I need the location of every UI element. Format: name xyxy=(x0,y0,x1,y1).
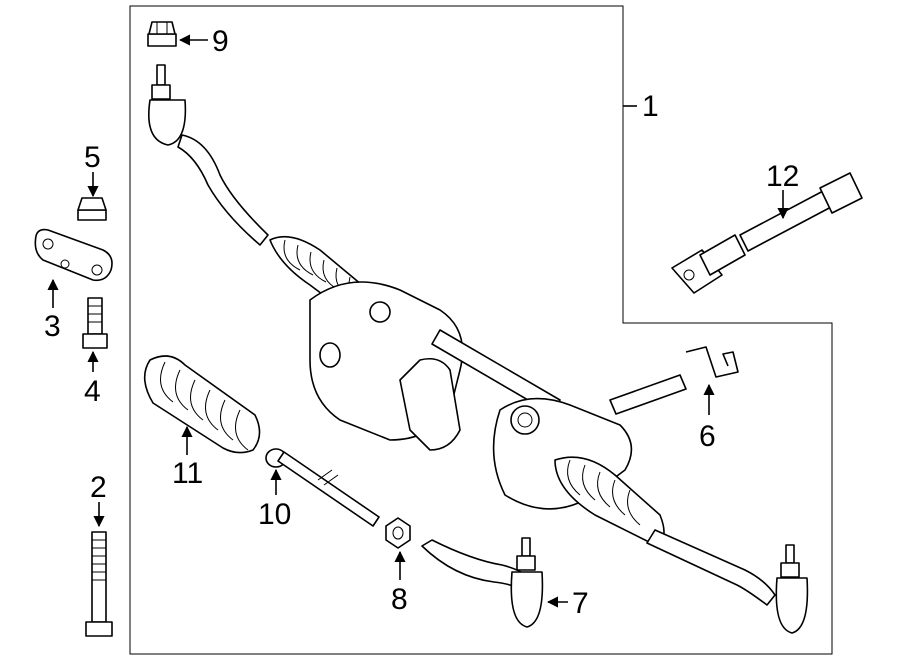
callout-1: 1 xyxy=(642,90,659,123)
callout-6: 6 xyxy=(699,420,716,453)
nut-icon[interactable] xyxy=(385,517,411,549)
callout-7: 7 xyxy=(572,587,589,620)
nut-icon[interactable] xyxy=(147,21,177,47)
tie-rod-icon[interactable] xyxy=(265,448,380,527)
steering-rack-icon[interactable] xyxy=(148,64,809,634)
callout-8: 8 xyxy=(391,583,408,616)
bracket-icon[interactable] xyxy=(34,228,113,282)
bolt-icon[interactable] xyxy=(85,531,113,637)
assembly-frame xyxy=(129,5,833,655)
callout-2: 2 xyxy=(90,471,107,504)
bolt-icon[interactable] xyxy=(82,297,108,349)
nut-icon[interactable] xyxy=(77,197,107,221)
callout-4: 4 xyxy=(84,375,101,408)
intermediate-shaft-icon[interactable] xyxy=(671,172,863,294)
tie-rod-end-icon[interactable] xyxy=(421,537,544,628)
callout-3: 3 xyxy=(44,310,61,343)
callout-9: 9 xyxy=(212,25,229,58)
callout-5: 5 xyxy=(84,141,101,174)
bellows-boot-icon[interactable] xyxy=(143,355,261,454)
callout-10: 10 xyxy=(258,498,291,531)
callout-11: 11 xyxy=(172,457,203,490)
callout-12: 12 xyxy=(766,160,799,193)
clip-icon[interactable] xyxy=(685,346,739,378)
